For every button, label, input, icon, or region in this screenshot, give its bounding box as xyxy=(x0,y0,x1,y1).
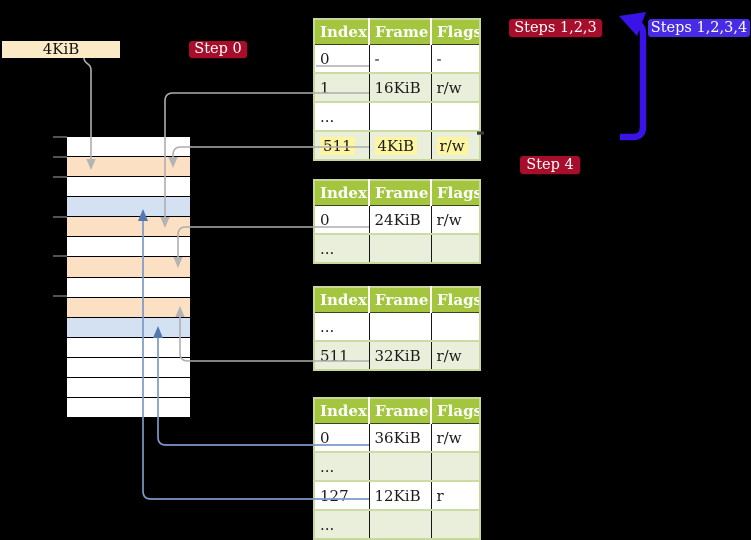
memory-tick-marks xyxy=(53,136,67,297)
col-header-frame: Frame xyxy=(368,398,431,424)
cell-flags: r/w xyxy=(430,340,480,370)
memory-frame-row-table xyxy=(67,257,190,278)
table-row: ... xyxy=(314,509,480,539)
memory-frame-row-free xyxy=(67,357,190,378)
cell-frame xyxy=(368,509,431,539)
cell-index: 511 xyxy=(314,130,369,160)
table-header-row: Index Frame Flags xyxy=(314,180,480,206)
col-header-index: Index xyxy=(314,19,369,45)
table-row: 127 12KiB r xyxy=(314,480,480,510)
cell-index: ... xyxy=(314,101,369,131)
memory-frame-row-free xyxy=(67,237,190,258)
cell-frame: 16KiB xyxy=(368,72,431,102)
recursive-loop-arrowhead xyxy=(619,12,646,36)
table-row: 511 32KiB r/w xyxy=(314,340,480,370)
highlight: r/w xyxy=(436,136,468,155)
cell-flags: r/w xyxy=(430,72,480,102)
page-table-2: Index Frame Flags 0 24KiB r/w ... xyxy=(313,179,481,264)
frame-size-label: 4KiB xyxy=(2,41,120,58)
physical-memory-column xyxy=(67,137,190,418)
table-row: ... xyxy=(314,233,480,263)
cell-frame: 24KiB xyxy=(368,205,431,234)
cell-frame: 4KiB xyxy=(368,130,431,160)
cell-index: 1 xyxy=(314,72,369,102)
cell-frame xyxy=(368,233,431,263)
cell-flags: r/w xyxy=(430,130,480,160)
col-header-index: Index xyxy=(314,287,369,313)
badge-step-4: Step 4 xyxy=(520,156,580,174)
highlight: 4KiB xyxy=(374,136,418,155)
table-row-recursive-entry: 511 4KiB r/w xyxy=(314,130,480,160)
cell-flags xyxy=(430,233,480,263)
col-header-frame: Frame xyxy=(368,287,431,313)
memory-frame-row-page xyxy=(67,197,190,218)
table-header-row: Index Frame Flags xyxy=(314,19,480,45)
col-header-index: Index xyxy=(314,180,369,206)
table-row: 0 36KiB r/w xyxy=(314,423,480,452)
col-header-frame: Frame xyxy=(368,180,431,206)
cell-flags xyxy=(430,101,480,131)
memory-frame-row-table xyxy=(67,157,190,178)
page-table-3: Index Frame Flags ... 511 32KiB r/w xyxy=(313,286,481,371)
cell-index: 511 xyxy=(314,340,369,370)
col-header-flags: Flags xyxy=(430,398,480,424)
cell-index: ... xyxy=(314,451,369,481)
cell-flags: - xyxy=(430,44,480,73)
recursive-loop-arrow xyxy=(620,20,647,141)
memory-frame-row-free xyxy=(67,398,190,418)
cell-index: ... xyxy=(314,233,369,263)
table-row: 0 - - xyxy=(314,44,480,73)
table-row: 0 24KiB r/w xyxy=(314,205,480,234)
cell-frame: 32KiB xyxy=(368,340,431,370)
cell-index: 0 xyxy=(314,423,369,452)
cell-frame xyxy=(368,451,431,481)
cell-index: ... xyxy=(314,312,369,341)
cell-index: ... xyxy=(314,509,369,539)
table-row: ... xyxy=(314,312,480,341)
cell-frame: 36KiB xyxy=(368,423,431,452)
table-row: ... xyxy=(314,101,480,131)
col-header-flags: Flags xyxy=(430,180,480,206)
cell-flags xyxy=(430,312,480,341)
memory-frame-row-table xyxy=(67,297,190,318)
cell-index: 0 xyxy=(314,205,369,234)
cell-index: 127 xyxy=(314,480,369,510)
cell-flags xyxy=(430,451,480,481)
col-header-frame: Frame xyxy=(368,19,431,45)
page-table-4: Index Frame Flags 0 36KiB r/w ... 127 12… xyxy=(313,397,481,540)
memory-frame-row-free xyxy=(67,377,190,399)
memory-frame-row-free xyxy=(67,137,190,158)
cell-frame: - xyxy=(368,44,431,73)
col-header-index: Index xyxy=(314,398,369,424)
col-header-flags: Flags xyxy=(430,19,480,45)
cell-flags: r/w xyxy=(430,205,480,234)
col-header-flags: Flags xyxy=(430,287,480,313)
table-row: 1 16KiB r/w xyxy=(314,72,480,102)
paging-diagram: 4KiB Step 0 Steps 1,2,3 Steps 1,2,3,4 St… xyxy=(2,12,750,540)
cell-index: 0 xyxy=(314,44,369,73)
memory-frame-row-page xyxy=(67,317,190,338)
badge-steps-1-2-3: Steps 1,2,3 xyxy=(509,19,602,37)
memory-frame-row-free xyxy=(67,177,190,198)
table-header-row: Index Frame Flags xyxy=(314,398,480,424)
table-row: ... xyxy=(314,451,480,481)
table-header-row: Index Frame Flags xyxy=(314,287,480,313)
highlight: 511 xyxy=(320,136,355,155)
memory-frame-row-table xyxy=(67,217,190,238)
cell-flags: r/w xyxy=(430,423,480,452)
cell-frame: 12KiB xyxy=(368,480,431,510)
cell-frame xyxy=(368,312,431,341)
memory-frame-row-free xyxy=(67,337,190,358)
cell-frame xyxy=(368,101,431,131)
page-table-1: Index Frame Flags 0 - - 1 16KiB r/w ... … xyxy=(313,18,481,161)
memory-frame-row-free xyxy=(67,277,190,298)
badge-steps-1-2-3-4: Steps 1,2,3,4 xyxy=(648,19,750,37)
cell-flags xyxy=(430,509,480,539)
cell-flags: r xyxy=(430,480,480,510)
badge-step-0: Step 0 xyxy=(189,41,247,58)
